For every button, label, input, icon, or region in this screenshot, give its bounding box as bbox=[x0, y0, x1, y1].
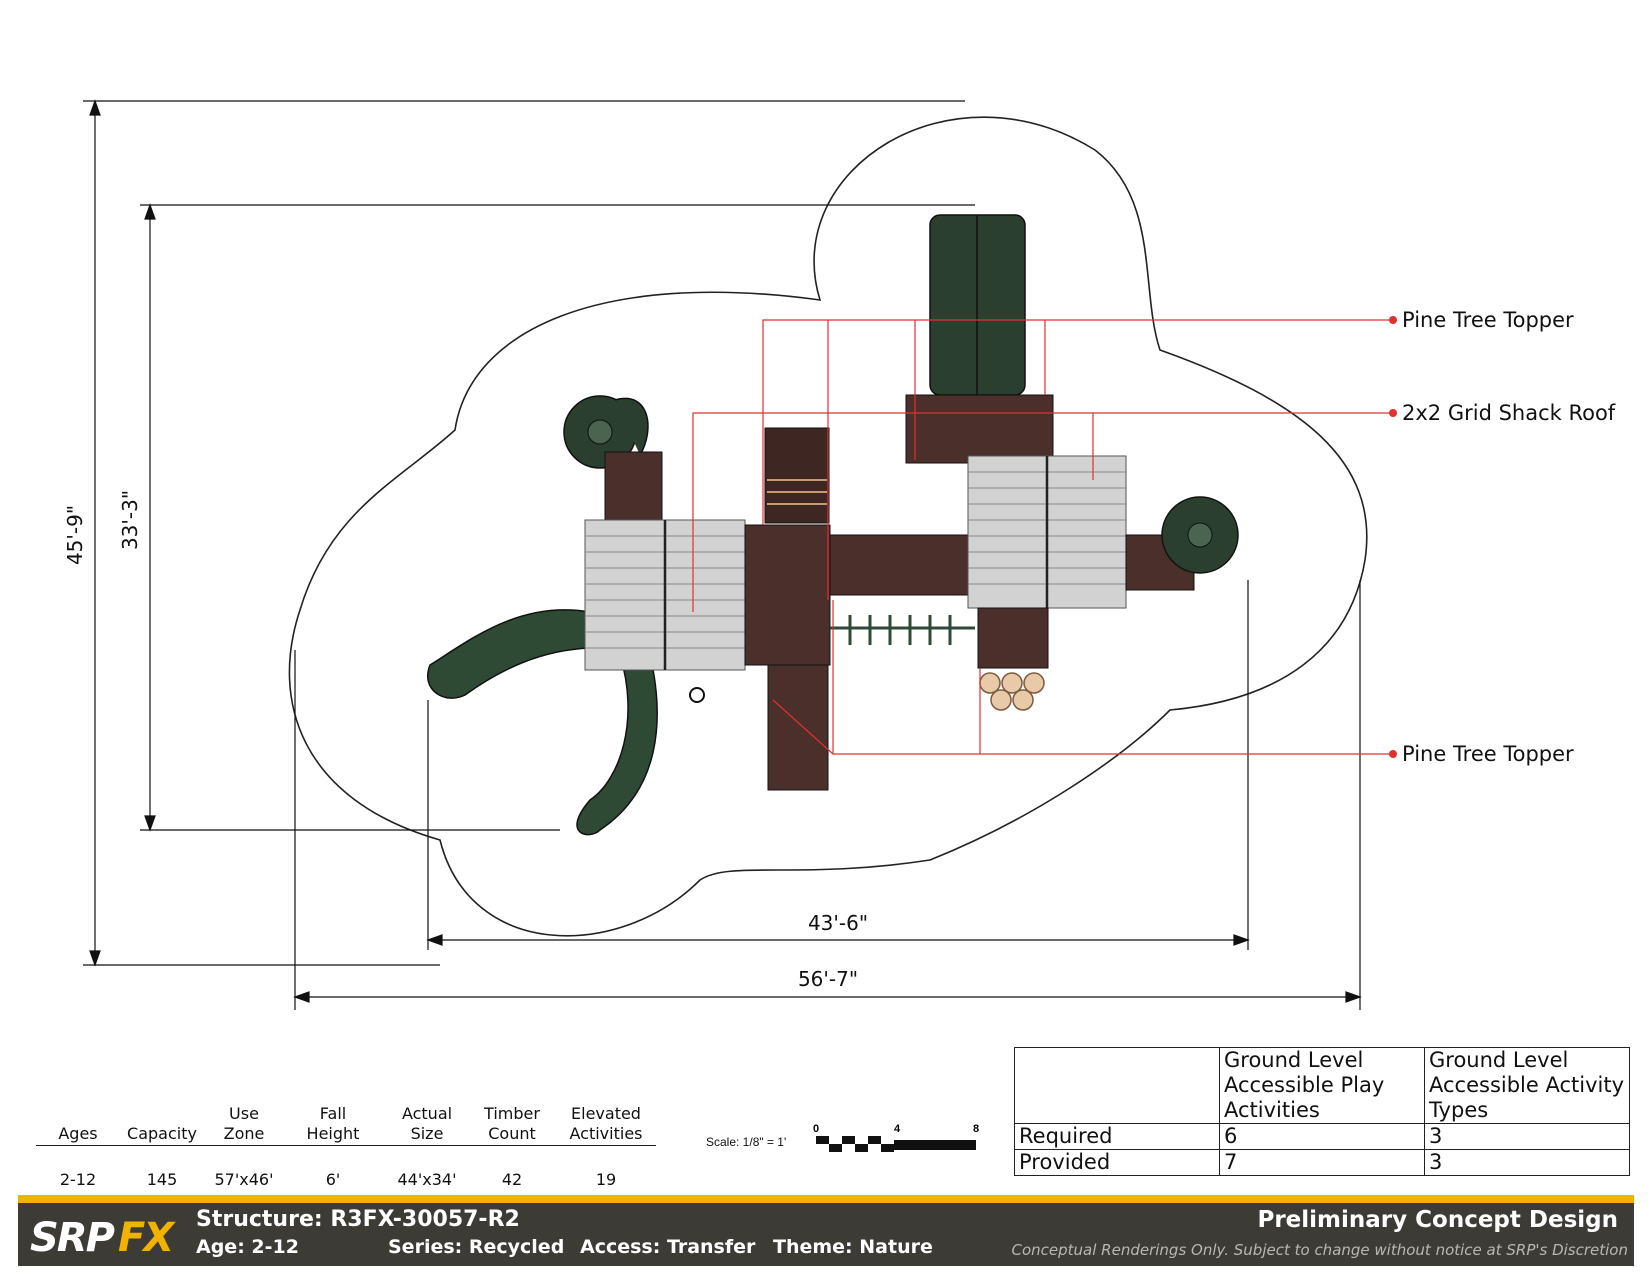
spec-header: Elevated Activities bbox=[569, 1104, 643, 1143]
spec-value: 145 bbox=[146, 1170, 178, 1189]
spec-header-rule bbox=[36, 1100, 656, 1146]
access-row-types: 3 bbox=[1424, 1123, 1630, 1150]
deck-center bbox=[744, 524, 831, 666]
spec-value: 44'x34' bbox=[397, 1170, 457, 1189]
scale-tick-0: 0 bbox=[813, 1123, 819, 1135]
access-header-types: Ground Level Accessible Activity Types bbox=[1424, 1047, 1630, 1124]
dimension-lines bbox=[83, 99, 1362, 1010]
spec-col-use-zone: Use Zone 57'x46' bbox=[208, 1100, 280, 1190]
spec-value: 42 bbox=[501, 1170, 523, 1189]
spec-value: 6' bbox=[325, 1170, 341, 1189]
log-climber bbox=[979, 672, 1045, 711]
site-plan-drawing: 45'-9" 33'-3" 43'-6" 56'-7" bbox=[63, 99, 1616, 1010]
deck-top-right bbox=[905, 394, 1054, 464]
callout-pine-tree-topper-top: Pine Tree Topper bbox=[1402, 308, 1574, 332]
scale-tick-8: 8 bbox=[973, 1123, 979, 1135]
scale-label: Scale: 1/8" = 1' bbox=[706, 1135, 787, 1149]
spec-col-capacity: Capacity 145 bbox=[120, 1100, 204, 1190]
deck-left bbox=[604, 451, 663, 521]
footer-structure: Structure: R3FX-30057-R2 bbox=[196, 1207, 520, 1232]
accessibility-table: Ground Level Accessible Play Activities … bbox=[1014, 1047, 1630, 1176]
spec-col-actual-size: Actual Size 44'x34' bbox=[391, 1100, 463, 1190]
scale-tick-4: 4 bbox=[894, 1123, 901, 1135]
dim-structure-height: 33'-3" bbox=[118, 490, 142, 550]
ramp-bottom bbox=[767, 664, 829, 791]
dim-overall-height: 45'-9" bbox=[63, 505, 87, 565]
footer-disclaimer: Conceptual Renderings Only. Subject to c… bbox=[1011, 1241, 1628, 1259]
spec-header: Use Zone bbox=[223, 1104, 265, 1143]
footer-theme: Theme: Nature bbox=[773, 1236, 933, 1258]
spiral-slide-left bbox=[563, 395, 649, 469]
deck-center-top bbox=[764, 427, 830, 524]
footer-age: Age: 2-12 bbox=[196, 1236, 299, 1258]
access-row-play: 6 bbox=[1219, 1123, 1425, 1150]
access-row-label: Provided bbox=[1014, 1149, 1220, 1176]
spec-header: Actual Size bbox=[401, 1104, 453, 1143]
spec-header: Timber Count bbox=[484, 1104, 540, 1143]
dim-overall-width: 56'-7" bbox=[798, 967, 858, 991]
spec-header: Fall Height bbox=[306, 1104, 360, 1143]
callout-dot-2 bbox=[1389, 409, 1397, 417]
spec-value: 2-12 bbox=[59, 1170, 97, 1189]
srpfx-logo: SRP FX bbox=[30, 1215, 178, 1261]
callout-dot-1 bbox=[1389, 316, 1397, 324]
callout-shack-roof: 2x2 Grid Shack Roof bbox=[1402, 401, 1616, 425]
scale-bar: 0 4 8 bbox=[813, 1123, 979, 1152]
footer-series: Series: Recycled bbox=[388, 1236, 565, 1258]
shack-roof-right bbox=[967, 455, 1127, 609]
footer-stripe bbox=[18, 1195, 1634, 1203]
footer-access: Access: Transfer bbox=[580, 1236, 756, 1258]
footer-bar: SRP FX Structure: R3FX-30057-R2 Age: 2-1… bbox=[18, 1203, 1634, 1266]
play-structure bbox=[427, 214, 1239, 836]
access-row-required: Required 6 3 bbox=[1014, 1123, 1630, 1150]
access-row-label: Required bbox=[1014, 1123, 1220, 1150]
spiral-slide-right bbox=[1161, 496, 1239, 574]
callout-pine-tree-topper-bottom: Pine Tree Topper bbox=[1402, 742, 1574, 766]
curved-slide-down bbox=[576, 654, 658, 836]
deck-lower-right bbox=[977, 607, 1049, 669]
spec-value: 57'x46' bbox=[214, 1170, 274, 1189]
spec-col-fall-height: Fall Height 6' bbox=[298, 1100, 368, 1190]
spec-col-timber-count: Timber Count 42 bbox=[476, 1100, 548, 1190]
footer-title: Preliminary Concept Design bbox=[1257, 1207, 1618, 1233]
svg-text:FX: FX bbox=[118, 1215, 176, 1261]
spec-header: Capacity bbox=[127, 1124, 197, 1143]
access-row-play: 7 bbox=[1219, 1149, 1425, 1176]
spec-header: Ages bbox=[58, 1124, 98, 1143]
dim-structure-width: 43'-6" bbox=[808, 911, 868, 935]
spec-col-elevated-activities: Elevated Activities 19 bbox=[564, 1100, 648, 1190]
access-header-play: Ground Level Accessible Play Activities bbox=[1219, 1047, 1425, 1124]
access-row-types: 3 bbox=[1424, 1149, 1630, 1176]
svg-text:SRP: SRP bbox=[30, 1215, 115, 1261]
shack-roof-left bbox=[584, 519, 746, 703]
bridge bbox=[829, 534, 971, 596]
access-header-row: Ground Level Accessible Play Activities … bbox=[1014, 1047, 1630, 1124]
access-header-blank bbox=[1014, 1047, 1220, 1124]
tube-slide-top bbox=[929, 214, 1026, 396]
callout-dot-3 bbox=[1389, 750, 1397, 758]
climbing-ladder bbox=[830, 615, 975, 645]
spec-value: 19 bbox=[595, 1170, 617, 1189]
access-row-provided: Provided 7 3 bbox=[1014, 1149, 1630, 1176]
callout-leaders bbox=[692, 319, 1393, 755]
curved-slide-left bbox=[427, 609, 591, 699]
spec-col-ages: Ages 2-12 bbox=[36, 1100, 120, 1190]
